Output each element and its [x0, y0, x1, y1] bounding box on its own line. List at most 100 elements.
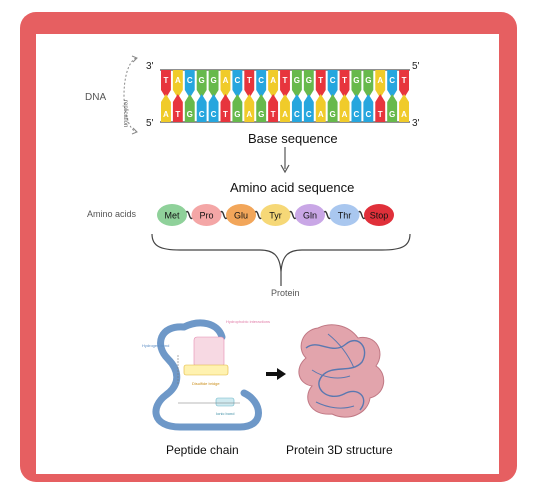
dna-bottom-base-letter: T [175, 110, 180, 119]
dna-top-base [196, 70, 207, 98]
dna-top-base-letter: A [270, 76, 276, 85]
dna-top-right-end: 5' [412, 61, 420, 72]
dna-bottom-base-letter: T [223, 110, 228, 119]
dna-top-base-letter: C [187, 76, 193, 85]
dna-bottom-base [387, 94, 398, 122]
dna-bottom-left-end: 5' [146, 118, 154, 129]
dna-top-base [315, 70, 326, 98]
dna-bottom-base-letter: A [163, 110, 169, 119]
dna-bottom-base [327, 94, 338, 122]
dna-top-base [280, 70, 290, 98]
dna-top-base-letter: A [223, 76, 229, 85]
amino-acid-sequence-label: Amino acid sequence [230, 180, 355, 195]
protein-3d-caption: Protein 3D structure [286, 443, 393, 457]
dna-top-base-letter: T [342, 76, 347, 85]
dna-top-base-letter: C [258, 76, 264, 85]
dna-bottom-base-letter: G [258, 110, 264, 119]
dna-bottom-base [315, 94, 326, 122]
protein-brace [151, 233, 411, 286]
dna-top-base [184, 70, 195, 98]
dna-top-base [339, 70, 350, 98]
amino-acid-label: Pro [199, 211, 213, 221]
dna-bottom-base [232, 94, 243, 122]
amino-acid-label: Gln [303, 211, 317, 221]
dna-bottom-base [339, 94, 350, 122]
dna-bottom-base [184, 94, 195, 122]
ionic-bond-text: Ionic bond [216, 411, 234, 416]
dna-bottom-base [256, 94, 267, 122]
amino-acid-bead [364, 204, 394, 226]
amino-acid-label: Met [164, 211, 180, 221]
dna-bottom-base [303, 94, 314, 122]
dna-top-base [399, 70, 409, 98]
dna-bottom-base [351, 94, 362, 122]
amino-acid-bead [295, 204, 325, 226]
dna-label: DNA [85, 92, 107, 103]
dna-top-base [375, 70, 386, 98]
dna-bottom-base [363, 94, 374, 122]
dna-bottom-base [399, 94, 409, 122]
dna-bottom-base-letter: C [199, 110, 205, 119]
dna-top-base-letter: A [175, 76, 181, 85]
dna-top-base [291, 70, 302, 98]
dna-top-base-letter: C [330, 76, 336, 85]
dna-bottom-base [172, 94, 183, 122]
dna-top-base [303, 70, 314, 98]
dna-top-base [351, 70, 362, 98]
amino-acid-label: Tyr [269, 211, 282, 221]
dna-top-base-letter: C [389, 76, 395, 85]
hydrogen-bond-text: Hydrogen bond [142, 343, 169, 348]
dna-bottom-base-letter: A [246, 110, 252, 119]
dna-top-base [256, 70, 267, 98]
amino-acid-bead [157, 204, 187, 226]
dna-top-left-end: 3' [146, 61, 154, 72]
peptide-chain-caption: Peptide chain [166, 443, 239, 457]
dna-bottom-right-end: 3' [412, 118, 420, 129]
dna-top-base-letter: G [365, 76, 371, 85]
dna-bottom-base-letter: G [187, 110, 193, 119]
dna-bottom-base-letter: A [318, 110, 324, 119]
hydrophobic-text: Hydrophobic interactions [226, 319, 270, 324]
dna-bottom-base-letter: A [342, 110, 348, 119]
dna-bottom-base [291, 94, 302, 122]
dna-bottom-base-letter: A [282, 110, 288, 119]
dna-top-base [232, 70, 243, 98]
content-panel [36, 34, 499, 474]
dna-bottom-base-letter: C [306, 110, 312, 119]
amino-acid-bead [329, 204, 360, 226]
dna-top-base-letter: A [377, 76, 383, 85]
amino-acid-bead [226, 204, 256, 226]
dna-top-base [220, 70, 231, 98]
dna-bottom-base-letter: C [354, 110, 360, 119]
dna-bottom-base-letter: C [365, 110, 371, 119]
dna-bottom-base [196, 94, 207, 122]
amino-acid-label: Stop [370, 211, 389, 221]
dna-top-base [387, 70, 398, 98]
dna-top-base [244, 70, 255, 98]
dna-bottom-base [244, 94, 255, 122]
amino-acid-bead [191, 204, 222, 226]
protein-label: Protein [271, 288, 300, 298]
dna-top-base-letter: T [318, 76, 323, 85]
dna-bottom-base-letter: G [234, 110, 240, 119]
dna-bottom-base [375, 94, 386, 122]
amino-acid-label: Glu [234, 211, 248, 221]
dna-top-base-letter: G [353, 76, 359, 85]
dna-bottom-base-letter: G [330, 110, 336, 119]
amino-acid-bead [260, 204, 291, 226]
down-arrow-icon [280, 147, 290, 174]
dna-top-base-letter: T [247, 76, 252, 85]
dna-top-base-letter: T [283, 76, 288, 85]
right-arrow-icon [266, 368, 286, 380]
disulfide-text: Disulfide bridge [192, 381, 220, 386]
dna-top-base [363, 70, 374, 98]
dna-top-base [172, 70, 183, 98]
dna-double-helix: TAATCGGCGCATCGTACGATTAGCGCTACGTAGCGCATCG… [160, 69, 410, 123]
dna-bottom-base-letter: C [211, 110, 217, 119]
dna-bottom-base-letter: T [271, 110, 276, 119]
dna-top-base [208, 70, 219, 98]
dna-bottom-base-letter: A [401, 110, 407, 119]
dna-top-base [327, 70, 338, 98]
dna-bottom-base [208, 94, 219, 122]
amino-acid-label: Thr [338, 211, 352, 221]
